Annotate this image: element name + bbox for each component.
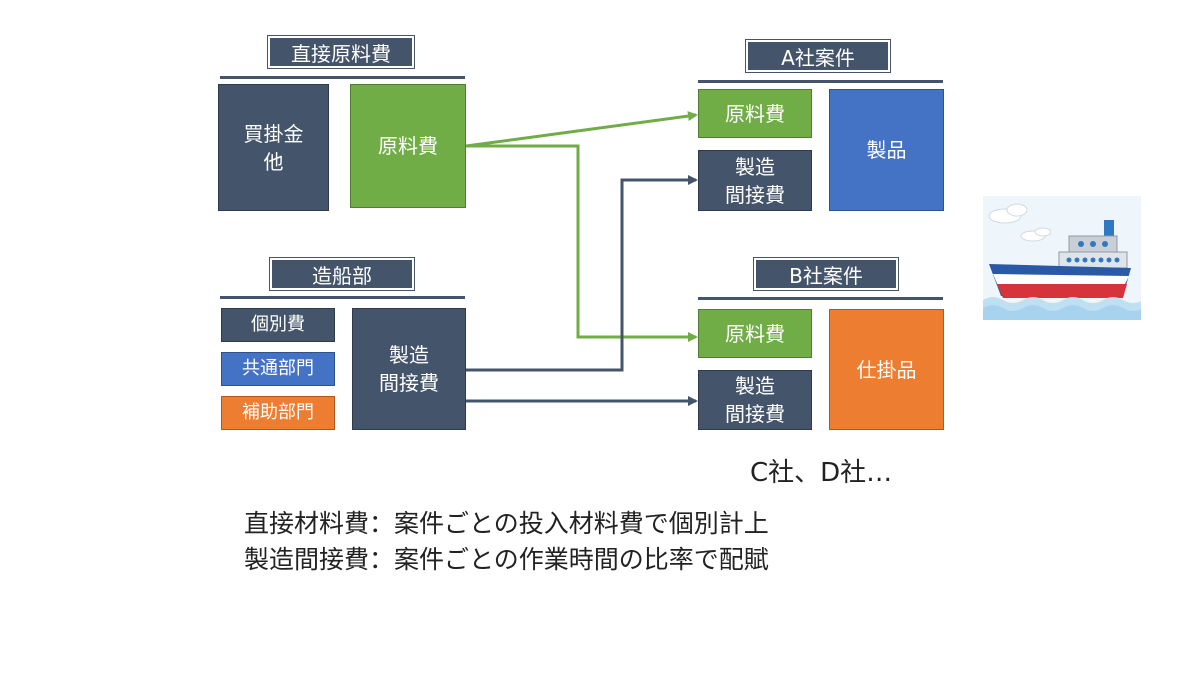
- shipbuilding-dept-header: 造船部: [269, 257, 415, 291]
- project-a-raw-material-box: 原料費: [698, 89, 812, 138]
- arrow-material-to-b: [466, 144, 698, 342]
- project-b-overhead-box: 製造 間接費: [698, 370, 812, 430]
- ship-illustration: [983, 196, 1141, 320]
- individual-cost-box: 個別費: [221, 308, 335, 342]
- project-b-header: B社案件: [753, 257, 899, 291]
- accounts-payable-box: 買掛金 他: [218, 84, 329, 211]
- project-b-rule: [698, 297, 943, 300]
- arrow-overhead-to-a: [466, 175, 698, 372]
- direct-materials-header: 直接原料費: [267, 35, 415, 69]
- direct-materials-rule: [220, 76, 465, 79]
- project-b-raw-material-box: 原料費: [698, 309, 812, 358]
- project-a-overhead-box: 製造 間接費: [698, 150, 812, 211]
- project-b-wip-box: 仕掛品: [829, 309, 944, 430]
- overhead-source-box: 製造 間接費: [352, 308, 466, 430]
- common-dept-box: 共通部門: [221, 352, 335, 386]
- more-projects-caption: C社、D社…: [750, 458, 893, 488]
- project-a-rule: [698, 80, 943, 83]
- note-direct-materials: 直接材料費：案件ごとの投入材料費で個別計上: [244, 509, 769, 538]
- auxiliary-dept-box: 補助部門: [221, 396, 335, 430]
- project-a-product-box: 製品: [829, 89, 944, 211]
- project-a-header: A社案件: [745, 39, 891, 73]
- arrow-material-to-a: [465, 111, 698, 148]
- shipbuilding-dept-rule: [220, 296, 465, 299]
- raw-material-source-box: 原料費: [350, 84, 466, 208]
- note-overhead: 製造間接費：案件ごとの作業時間の比率で配賦: [244, 545, 769, 574]
